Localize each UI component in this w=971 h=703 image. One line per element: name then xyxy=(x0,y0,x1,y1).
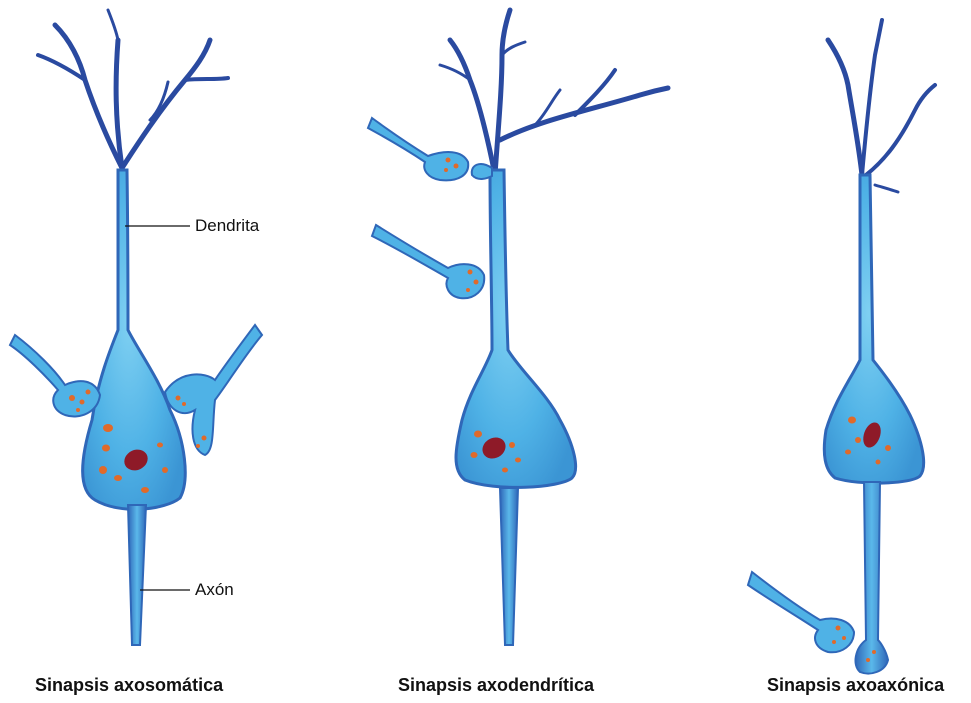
axon xyxy=(855,482,888,674)
dendrite-branches xyxy=(38,10,228,168)
neuron-axodendritic xyxy=(368,10,668,645)
neuron-axosomatic xyxy=(10,10,262,645)
presynaptic-terminal-axoaxonic xyxy=(748,572,876,662)
dendrite-label: Dendrita xyxy=(195,217,259,234)
axon xyxy=(500,488,518,645)
caption-axodendritic: Sinapsis axodendrítica xyxy=(398,676,594,694)
dendrite-branches xyxy=(440,10,668,175)
dendritic-spine xyxy=(472,164,492,179)
dendrite-branches xyxy=(828,20,935,192)
caption-axosomatic: Sinapsis axosomática xyxy=(35,676,223,694)
presynaptic-terminal-left xyxy=(10,335,100,416)
axon xyxy=(128,505,146,645)
axon-label: Axón xyxy=(195,581,234,598)
neuron-body xyxy=(456,170,576,487)
presynaptic-terminal-lower xyxy=(372,225,484,298)
caption-axoaxonic: Sinapsis axoaxónica xyxy=(767,676,944,694)
presynaptic-terminal-upper xyxy=(368,118,468,180)
neuron-axoaxonic xyxy=(748,20,935,674)
